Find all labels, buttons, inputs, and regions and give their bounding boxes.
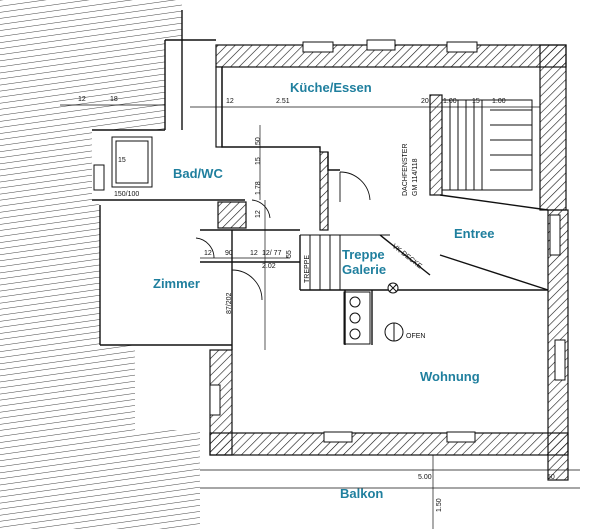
dim-15: 15 [472,98,480,105]
tub-size-label: 150/100 [114,191,140,198]
door-swings [195,171,371,301]
dim-100a: 1.00 [443,98,457,105]
dimension-lines [60,104,580,529]
dim-100b: 1.00 [492,98,506,105]
dim-500: 5.00 [418,474,432,481]
dim-12c: 12 [255,210,262,218]
stove [343,291,404,345]
dim-12d: 12 [204,250,212,257]
dim-50b: 50 [547,474,555,481]
stair-entry [441,99,533,191]
dim-150: 1.50 [436,498,443,512]
stair-gallery [300,234,399,294]
dim-90: 90 [225,250,233,257]
skylight-label: DACHFENSTER [402,143,409,196]
room-label-entry: Entree [454,226,495,241]
dim-1277: 12/ 77 [262,250,282,257]
room-label-gallery: Galerie [342,262,387,277]
dim-12a: 12 [78,96,86,103]
room-label-kitchen: Küche/Essen [290,80,372,95]
dim-50: 50 [255,137,262,145]
dim-12e: 12 [250,250,258,257]
oven-label: OFEN [406,333,426,340]
room-label-balcony: Balkon [340,486,384,501]
bathtub [93,136,153,191]
windows [209,39,566,443]
skylight-size-label: GM 114/118 [412,158,419,197]
dim-15b: 15 [255,157,262,165]
dim-18: 18 [110,96,118,103]
dim-178: 1.78 [255,181,262,195]
room-label-bath: Bad/WC [173,166,223,181]
room-label-stair: Treppe [342,247,385,262]
dim-202: 2.02 [262,263,276,270]
stair-label: TREPPE [304,254,311,283]
dim-20: 20 [421,98,429,105]
interior-walls [92,10,549,350]
room-label-living: Wohnung [420,369,480,384]
room-label-room: Zimmer [153,276,200,291]
dim-12b: 12 [226,98,234,105]
tub-dimension: 15 [118,157,126,164]
dim-55: 55 [286,250,293,258]
dim-87202: 87/202 [226,292,233,314]
dim-251: 2.51 [276,98,290,105]
